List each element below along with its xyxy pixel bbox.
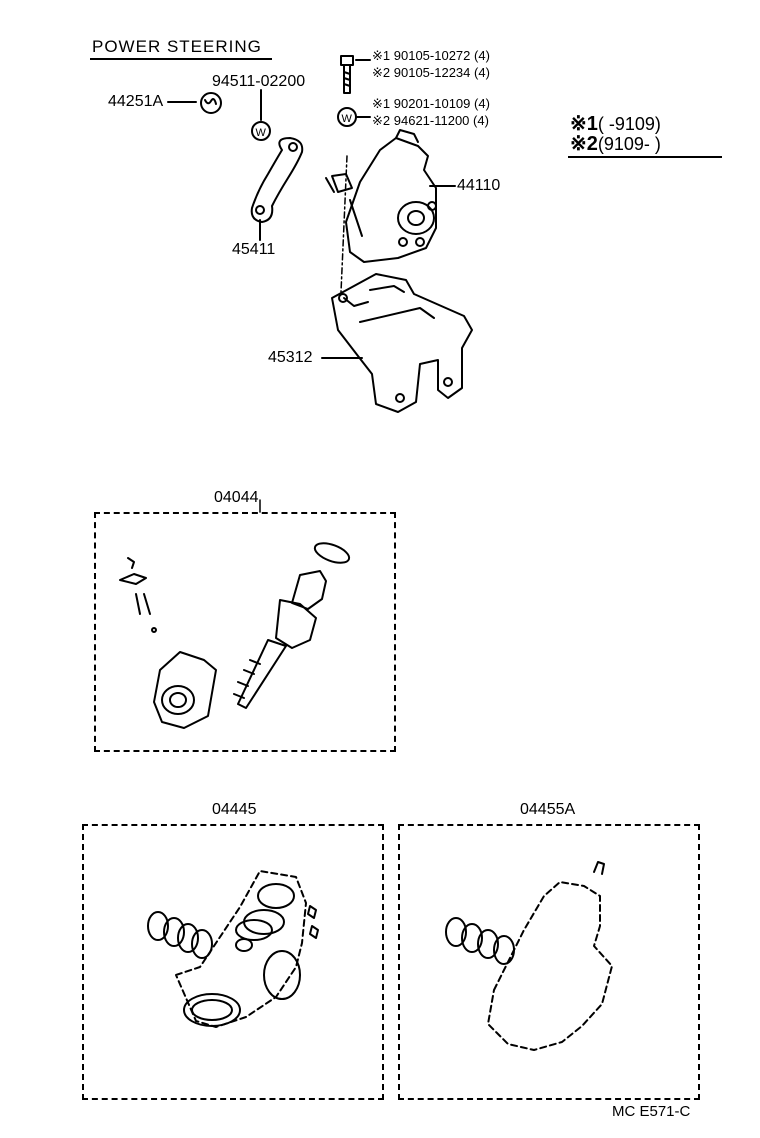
fastener-mark: ※2 xyxy=(372,113,391,128)
kit-label-04455a: 04455A xyxy=(520,801,576,818)
fastener-part: 94621-11200 xyxy=(393,113,470,128)
diagram-code: MC E571-C xyxy=(612,1103,691,1120)
part-label-94511-02200: 94511-02200 xyxy=(212,73,306,90)
nut-94511-drawing: W xyxy=(251,89,271,141)
fastener-part: 90105-12234 xyxy=(393,65,471,80)
fastener-mark: ※1 xyxy=(372,48,391,63)
legend-row-1: ※1( -9109) xyxy=(570,114,661,134)
legend-range: ( -9109) xyxy=(597,114,661,134)
legend-row-2: ※2(9109- ) xyxy=(570,134,661,154)
fastener-mark: ※2 xyxy=(372,65,391,80)
fastener-row-2: ※2 90105-12234 (4) xyxy=(372,66,490,79)
legend-range: (9109- ) xyxy=(597,134,661,154)
fastener-row-1: ※1 90105-10272 (4) xyxy=(372,49,490,62)
fastener-qty: (4) xyxy=(474,48,490,63)
diagram-title: POWER STEERING xyxy=(92,37,262,56)
part-label-45411: 45411 xyxy=(232,241,276,258)
kit-box-04044 xyxy=(94,512,396,752)
bolt-drawing xyxy=(340,55,371,94)
kit-label-04445: 04445 xyxy=(212,801,257,818)
fastener-qty: (4) xyxy=(474,65,490,80)
legend-underline xyxy=(568,156,722,158)
svg-text:W: W xyxy=(342,113,353,125)
fastener-row-3: ※1 90201-10109 (4) xyxy=(372,97,490,110)
kit-04455a-drawing xyxy=(445,861,613,1051)
fastener-part: 90105-10272 xyxy=(393,48,471,63)
fastener-qty: (4) xyxy=(474,96,490,111)
fastener-mark: ※1 xyxy=(372,96,391,111)
kit-box-04445 xyxy=(82,824,384,1100)
title-underline xyxy=(90,58,272,60)
fastener-part: 90201-10109 xyxy=(393,96,471,111)
kit-04044-drawing xyxy=(119,499,351,729)
svg-text:W: W xyxy=(256,127,267,139)
fastener-qty: (4) xyxy=(473,113,489,128)
bracket-45312-drawing xyxy=(321,273,473,413)
part-label-44251a: 44251A xyxy=(108,93,164,110)
legend-mark: ※2 xyxy=(570,133,598,155)
kit-04445-drawing xyxy=(147,870,319,1028)
steering-gear-44110-drawing xyxy=(325,129,456,263)
washer-drawing: W xyxy=(337,107,371,127)
kit-box-04455a xyxy=(398,824,700,1100)
legend-mark: ※1 xyxy=(570,113,598,135)
part-label-45312: 45312 xyxy=(268,349,313,366)
cap-44251a-drawing xyxy=(167,92,222,114)
center-line xyxy=(340,155,348,293)
pitman-arm-45411-drawing xyxy=(250,137,304,241)
part-label-44110: 44110 xyxy=(457,177,501,194)
kit-label-04044: 04044 xyxy=(214,489,259,506)
fastener-row-4: ※2 94621-11200 (4) xyxy=(372,114,489,127)
